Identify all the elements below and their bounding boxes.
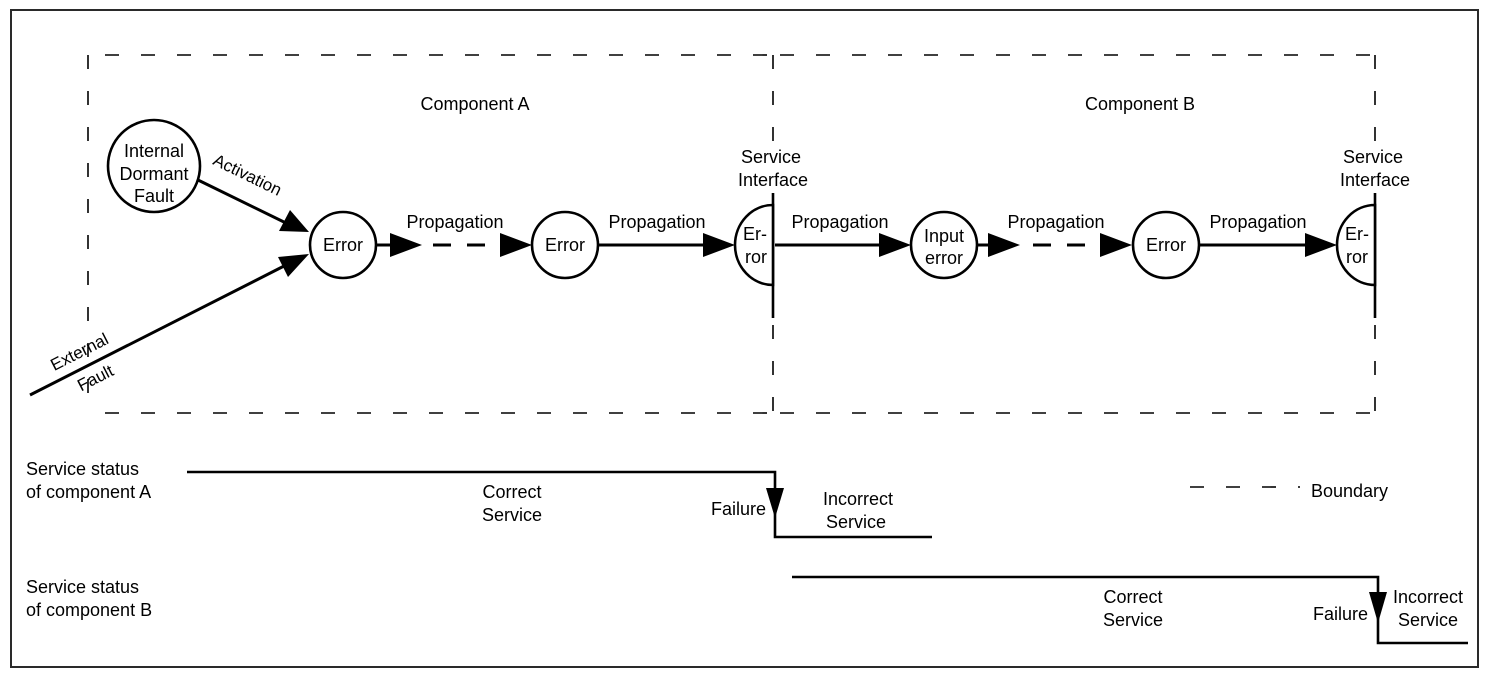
service-status-row-a: Service status of component A Correct Se… [26, 459, 932, 539]
row-a-label-2: of component A [26, 482, 151, 502]
propagation-arrow-a2-iface [598, 233, 735, 257]
service-status-row-b: Service status of component B Correct Se… [26, 575, 1468, 645]
error-node-a1: Error [308, 210, 378, 280]
row-a-label-1: Service status [26, 459, 139, 479]
propagation-label-b1: Propagation [1007, 212, 1104, 232]
component-a-boundary [87, 54, 773, 414]
svg-text:Fault: Fault [74, 361, 117, 395]
propagation-label-a2: Propagation [608, 212, 705, 232]
error-node-a2: Error [530, 210, 600, 280]
row-b-correct-1: Correct [1103, 587, 1162, 607]
row-b-failure-arrow [1369, 592, 1387, 623]
row-a-incorrect-2: Service [826, 512, 886, 532]
row-b-label-1: Service status [26, 577, 139, 597]
input-error-node-b: Input error [909, 210, 979, 280]
propagation-label-interface: Propagation [791, 212, 888, 232]
propagation-label-b2: Propagation [1209, 212, 1306, 232]
svg-text:error: error [925, 248, 963, 268]
svg-text:ror: ror [745, 247, 767, 267]
row-b-incorrect-2: Service [1398, 610, 1458, 630]
propagation-arrow-b2-iface [1199, 233, 1337, 257]
interface-error-node-a: Er- ror [733, 203, 775, 287]
activation-arrow [197, 178, 309, 232]
row-b-correct-2: Service [1103, 610, 1163, 630]
propagation-arrow-iface-input [775, 233, 911, 257]
svg-text:Interface: Interface [738, 170, 808, 190]
row-a-failure-label: Failure [711, 499, 766, 519]
svg-text:Dormant: Dormant [119, 164, 188, 184]
component-b-boundary [780, 54, 1375, 414]
external-fault-arrow [29, 254, 309, 397]
legend-dot [1298, 486, 1300, 488]
svg-text:Error: Error [545, 235, 585, 255]
svg-text:Service: Service [1343, 147, 1403, 167]
svg-text:Er-: Er- [743, 224, 767, 244]
component-a-label: Component A [420, 94, 529, 114]
svg-text:Interface: Interface [1340, 170, 1410, 190]
row-a-failure-arrow [766, 488, 784, 518]
service-interface-a-label: Service Interface [738, 147, 808, 190]
svg-text:Service: Service [741, 147, 801, 167]
row-a-incorrect-1: Incorrect [823, 489, 893, 509]
svg-text:Internal: Internal [124, 141, 184, 161]
propagation-label-a1: Propagation [406, 212, 503, 232]
error-node-b: Error [1131, 210, 1201, 280]
row-b-label-2: of component B [26, 600, 152, 620]
row-a-correct-2: Service [482, 505, 542, 525]
row-b-failure-label: Failure [1313, 604, 1368, 624]
svg-text:Er-: Er- [1345, 224, 1369, 244]
internal-dormant-fault-node: Internal Dormant Fault [106, 118, 202, 214]
row-b-incorrect-1: Incorrect [1393, 587, 1463, 607]
component-b-label: Component B [1085, 94, 1195, 114]
propagation-arrow-b1-b2 [977, 233, 1132, 257]
service-interface-b-label: Service Interface [1340, 147, 1410, 190]
svg-text:Error: Error [323, 235, 363, 255]
interface-error-node-b: Er- ror [1335, 203, 1377, 287]
external-fault-label: External Fault [47, 329, 116, 395]
propagation-arrow-a1-a2 [376, 233, 532, 257]
row-a-status-line [187, 470, 932, 539]
svg-text:Input: Input [924, 226, 964, 246]
svg-text:ror: ror [1346, 247, 1368, 267]
legend-boundary: Boundary [1190, 481, 1388, 501]
row-a-correct-1: Correct [482, 482, 541, 502]
figure-frame [10, 9, 1479, 668]
svg-text:Fault: Fault [134, 186, 174, 206]
svg-text:Error: Error [1146, 235, 1186, 255]
legend-boundary-label: Boundary [1311, 481, 1388, 501]
